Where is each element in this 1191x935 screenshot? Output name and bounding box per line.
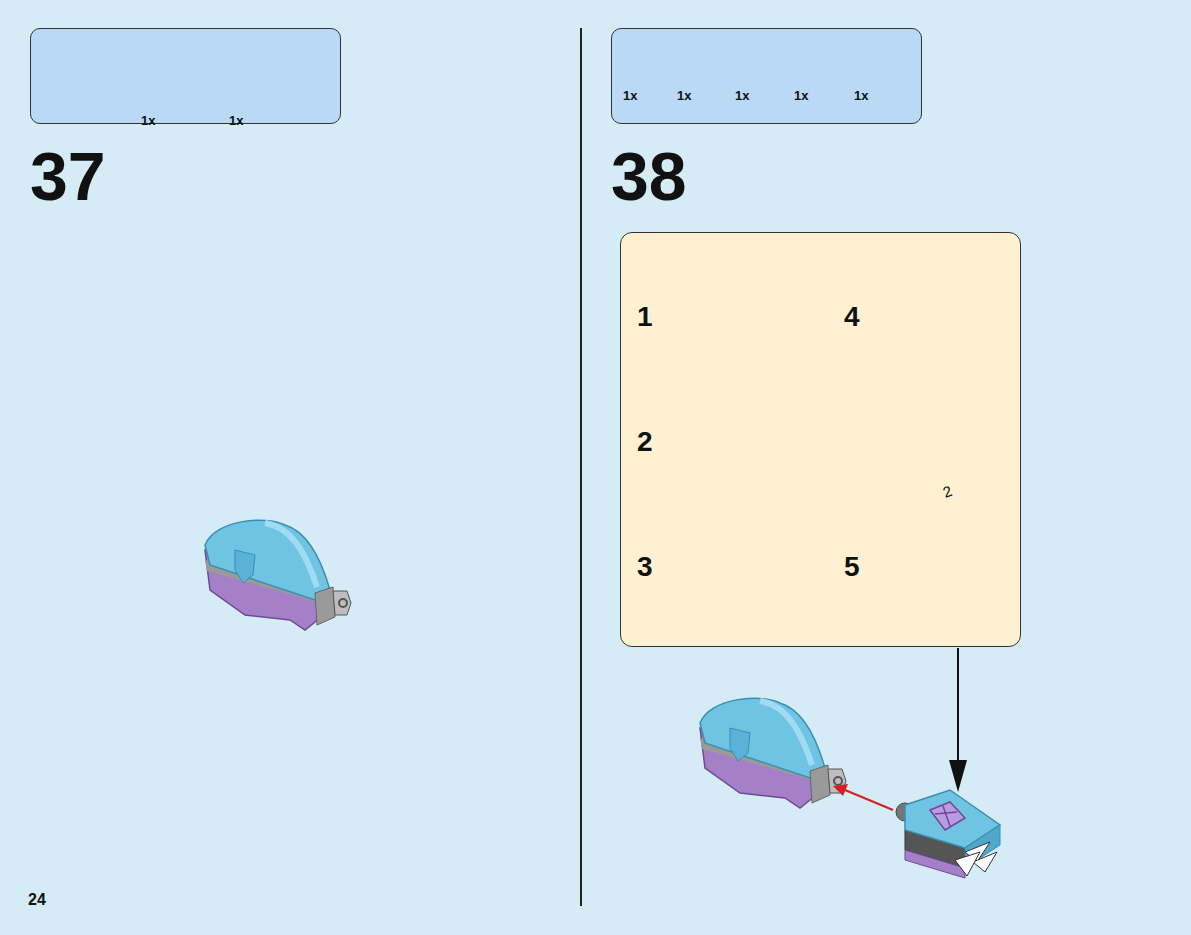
quantity: 1x bbox=[229, 114, 243, 127]
callout-number: 5 bbox=[844, 553, 860, 581]
callout-number: 2 bbox=[637, 428, 653, 456]
sub-assembly-panel: 1 2 3 4 5 bbox=[620, 232, 1021, 647]
parts-box: 1x 1x bbox=[30, 28, 341, 124]
callout-number: 3 bbox=[637, 553, 653, 581]
quantity: 1x bbox=[677, 89, 691, 102]
step-number: 38 bbox=[611, 142, 687, 210]
quantity: 1x bbox=[141, 114, 155, 127]
callout-number: 1 bbox=[637, 303, 653, 331]
step-number: 37 bbox=[30, 142, 106, 210]
quantity: 1x bbox=[794, 89, 808, 102]
parts-box: 1x 1x 1x 1x 1x bbox=[611, 28, 922, 124]
page-number: 24 bbox=[28, 892, 46, 908]
callout-number: 4 bbox=[844, 303, 860, 331]
quantity: 1x bbox=[623, 89, 637, 102]
quantity: 1x bbox=[854, 89, 868, 102]
quantity: 1x bbox=[735, 89, 749, 102]
